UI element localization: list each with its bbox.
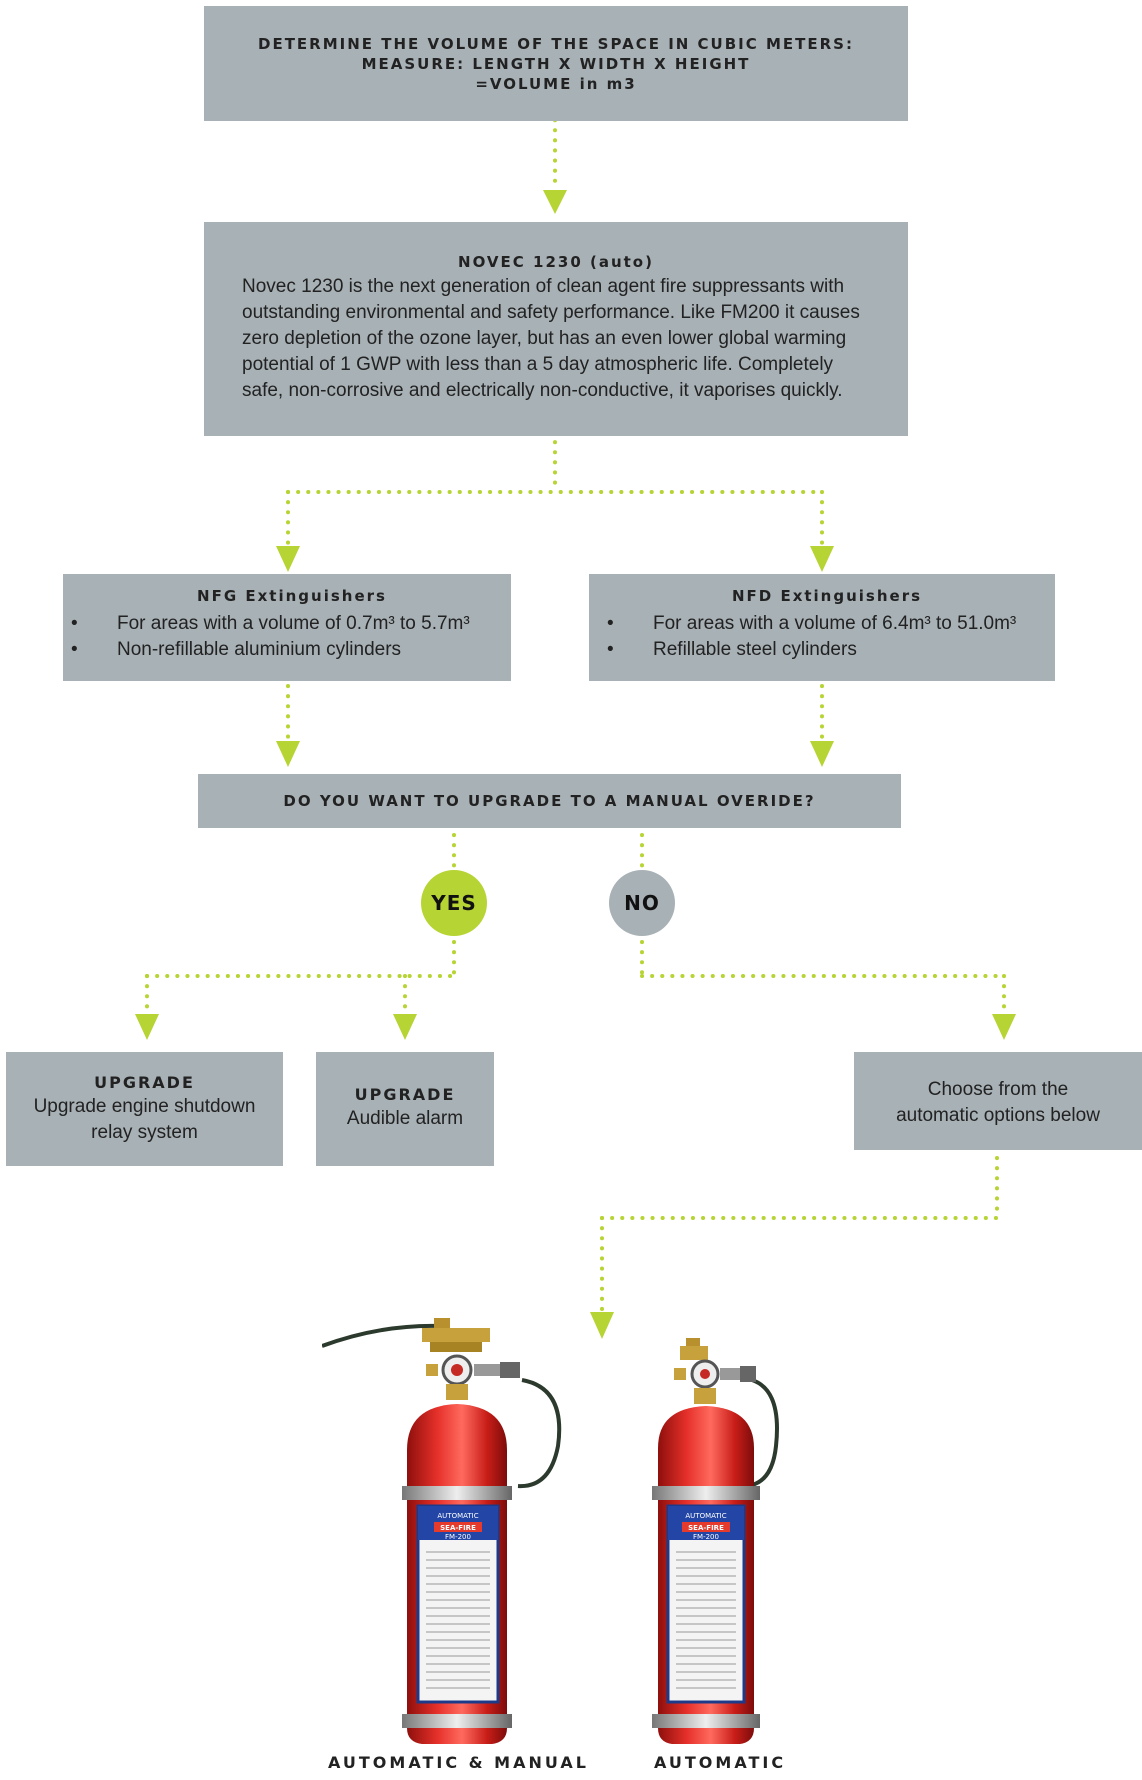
upgrade-alarm-title: UPGRADE — [354, 1085, 456, 1104]
volume-step-box: DETERMINE THE VOLUME OF THE SPACE IN CUB… — [204, 6, 908, 121]
no-label: NO — [624, 891, 660, 915]
label-automatic-text: AUTOMATIC — [685, 1512, 726, 1520]
upgrade-alarm-line-1: Audible alarm — [346, 1108, 464, 1129]
nfg-box: NFG Extinguishers • For areas with a vol… — [63, 574, 511, 681]
nfd-box: NFD Extinguishers • For areas with a vol… — [589, 574, 1055, 681]
nfd-title: NFD Extinguishers — [731, 587, 923, 605]
manual-override-question: DO YOU WANT TO UPGRADE TO A MANUAL OVERI… — [198, 774, 901, 828]
label-brand-text: SEA-FIRE — [688, 1524, 724, 1532]
yes-label: YES — [431, 891, 477, 915]
choose-line-2: automatic options below — [896, 1105, 1100, 1126]
upgrade-relay-line-1: Upgrade engine shutdown — [33, 1096, 256, 1117]
label-automatic-text: AUTOMATIC — [437, 1512, 478, 1520]
bullet-marker: • — [71, 613, 78, 634]
nfg-bullet-item: • Non-refillable aluminium cylinders — [63, 637, 511, 663]
nfd-bullet-text: For areas with a volume of 6.4m³ to 51.0… — [653, 613, 1017, 634]
volume-step-line-1: DETERMINE THE VOLUME OF THE SPACE IN CUB… — [258, 35, 854, 53]
nfd-bullet-item: • For areas with a volume of 6.4m³ to 51… — [589, 611, 1055, 637]
nfg-bullet-text: For areas with a volume of 0.7m³ to 5.7m… — [117, 613, 470, 634]
product-label-automatic-manual: AUTOMATIC & MANUAL — [328, 1753, 589, 1772]
bullet-marker: • — [607, 639, 614, 660]
nfg-bullet-item: • For areas with a volume of 0.7m³ to 5.… — [63, 611, 511, 637]
novec-box: NOVEC 1230 (auto) Novec 1230 is the next… — [204, 222, 908, 436]
nfd-bullet-text: Refillable steel cylinders — [653, 639, 857, 660]
upgrade-relay-box: UPGRADE Upgrade engine shutdown relay sy… — [6, 1052, 283, 1166]
bullet-marker: • — [71, 639, 78, 660]
choose-automatic-box: Choose from the automatic options below — [854, 1052, 1142, 1150]
nfg-bullet-text: Non-refillable aluminium cylinders — [117, 639, 402, 660]
label-brand-text: SEA-FIRE — [440, 1524, 476, 1532]
yes-option[interactable]: YES — [421, 870, 487, 936]
upgrade-relay-title: UPGRADE — [94, 1073, 195, 1092]
nfd-bullet-item: • Refillable steel cylinders — [589, 637, 1055, 663]
novec-title: NOVEC 1230 (auto) — [458, 253, 654, 271]
product-label-automatic: AUTOMATIC — [654, 1753, 787, 1772]
extinguisher-automatic-manual-image: AUTOMATIC SEA-FIRE FM-200 — [322, 1318, 562, 1744]
upgrade-alarm-box: UPGRADE Audible alarm — [316, 1052, 494, 1166]
choose-line-1: Choose from the — [927, 1079, 1069, 1100]
question-text: DO YOU WANT TO UPGRADE TO A MANUAL OVERI… — [283, 792, 816, 810]
bullet-marker: • — [607, 613, 614, 634]
label-model-text: FM-200 — [693, 1533, 719, 1541]
nfg-title: NFG Extinguishers — [197, 587, 387, 605]
novec-description: Novec 1230 is the next generation of cle… — [242, 276, 860, 401]
volume-step-line-3: =VOLUME in m3 — [475, 75, 637, 93]
label-model-text: FM-200 — [445, 1533, 471, 1541]
volume-step-line-2: MEASURE: LENGTH X WIDTH X HEIGHT — [361, 55, 751, 73]
upgrade-relay-line-2: relay system — [91, 1122, 198, 1143]
no-option[interactable]: NO — [609, 870, 675, 936]
extinguisher-automatic-image: AUTOMATIC SEA-FIRE FM-200 — [652, 1338, 779, 1744]
